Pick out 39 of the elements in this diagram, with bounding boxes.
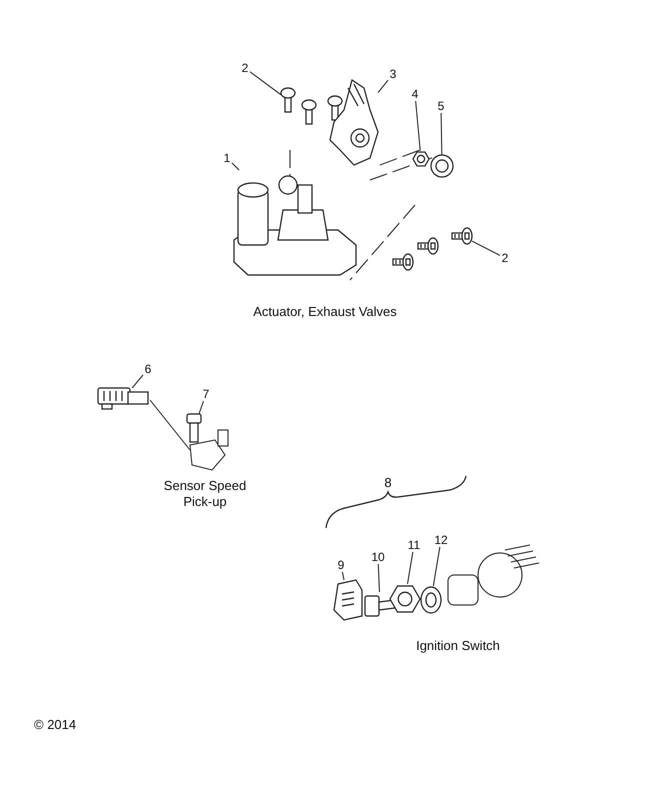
- bracket-drawing: [329, 79, 379, 166]
- section-title: Actuator, Exhaust Valves: [253, 304, 397, 320]
- leader-line: [132, 374, 144, 388]
- screw-drawing: [451, 227, 473, 245]
- nut-drawing: [389, 585, 421, 613]
- screw-drawing: [280, 87, 296, 113]
- callout-number: 2: [500, 251, 510, 265]
- leader-line: [432, 546, 440, 586]
- callout-number: 6: [143, 362, 153, 376]
- leader-line: [232, 162, 240, 170]
- connector-drawing: [97, 387, 149, 410]
- leader-line: [198, 400, 204, 414]
- washer-drawing: [420, 586, 442, 614]
- callout-number: 1: [222, 151, 232, 165]
- callout-number: 12: [433, 533, 449, 547]
- key-drawing: [364, 595, 396, 617]
- callout-number: 5: [436, 99, 446, 113]
- section-title: Ignition Switch: [416, 638, 500, 654]
- leader-line: [415, 100, 421, 152]
- nut-drawing: [412, 151, 430, 167]
- leader-line: [378, 564, 380, 592]
- copyright-note: © 2014: [34, 717, 76, 733]
- leader-line: [407, 552, 414, 584]
- callout-number: 7: [201, 387, 211, 401]
- callout-number: 4: [410, 87, 420, 101]
- switch-cap-drawing: [333, 579, 363, 621]
- leader-line: [250, 71, 282, 96]
- actuator-drawing: [233, 175, 357, 276]
- callout-number: 10: [370, 550, 386, 564]
- leader-line: [342, 572, 344, 580]
- callout-number: 9: [336, 558, 346, 572]
- section-title: Sensor Speed Pick-up: [162, 478, 248, 510]
- callout-number: 8: [384, 475, 392, 491]
- callout-number: 2: [240, 61, 250, 75]
- leader-line: [440, 112, 442, 156]
- leader-line: [378, 80, 388, 94]
- bolt-drawing: [186, 413, 202, 443]
- callout-number: 11: [406, 538, 422, 552]
- callout-number: 3: [388, 67, 398, 81]
